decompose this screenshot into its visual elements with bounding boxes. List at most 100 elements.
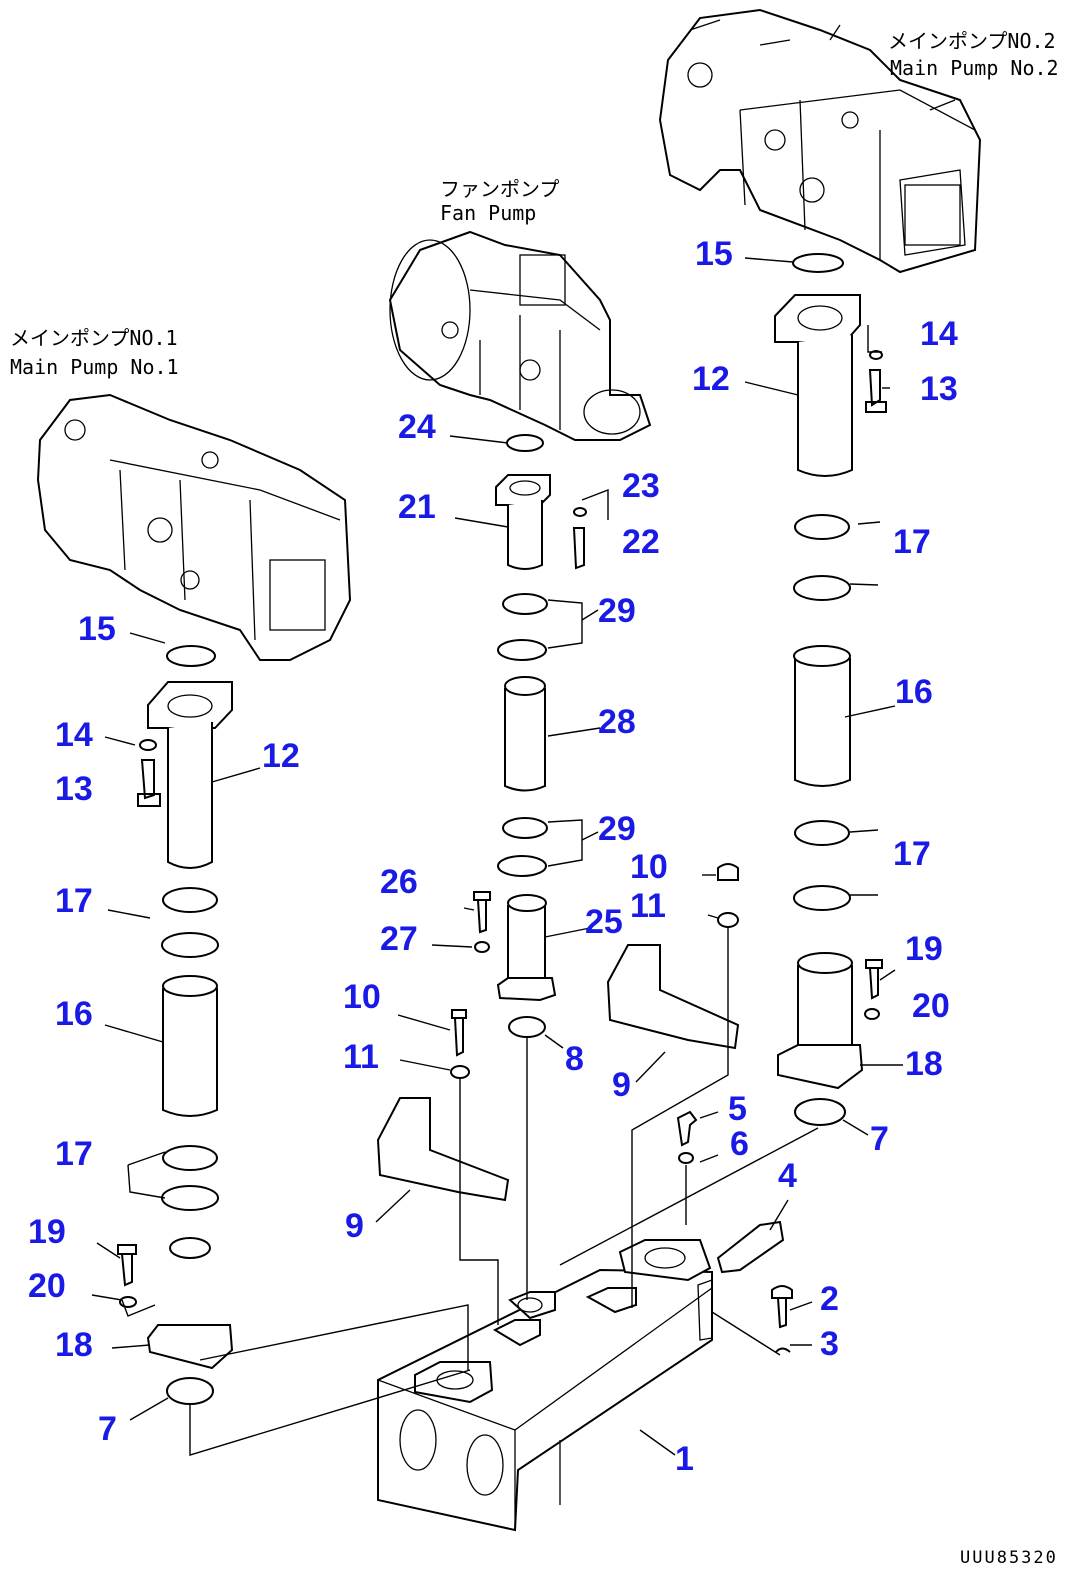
callout-9-right: 9 — [612, 1066, 631, 1104]
fan-pump-label-en: Fan Pump — [440, 201, 536, 225]
washer-11-mid — [450, 1065, 470, 1079]
bolt-13-left — [137, 759, 161, 807]
o-ring-15-right — [792, 253, 844, 273]
clamp-29-d — [497, 855, 547, 877]
hose-28 — [504, 688, 546, 792]
fan-pump-illustration — [388, 230, 652, 441]
callout-6: 6 — [730, 1125, 749, 1163]
callout-29-a: 29 — [598, 592, 636, 630]
callout-25: 25 — [585, 903, 623, 941]
clamp-29-c — [502, 817, 548, 839]
callout-5: 5 — [728, 1090, 747, 1128]
bolt-22 — [572, 527, 585, 570]
main-pump-1-label-en: Main Pump No.1 — [10, 355, 179, 379]
clamp-17-left-c — [162, 1145, 218, 1171]
callout-4: 4 — [778, 1157, 797, 1195]
clamp-17-left-a — [162, 887, 218, 913]
bolt-2 — [771, 1285, 793, 1329]
callout-17-left-b: 17 — [55, 1135, 93, 1173]
clamp-17-right-d — [793, 885, 851, 911]
cap-10-right — [717, 863, 739, 881]
clamp-29-a — [502, 593, 548, 615]
flange-18-left — [146, 1324, 234, 1370]
bracket-9-right — [606, 944, 740, 1050]
clamp-17-right-a — [794, 514, 850, 540]
callout-1: 1 — [675, 1440, 694, 1478]
callout-2: 2 — [820, 1280, 839, 1318]
callout-8: 8 — [565, 1040, 584, 1078]
o-ring-15-left — [166, 645, 216, 667]
callout-15-right: 15 — [695, 235, 733, 273]
washer-27 — [474, 941, 490, 953]
callout-20-right: 20 — [912, 987, 950, 1025]
elbow-pipe-12-left — [167, 722, 213, 869]
clamp-17-right-c — [794, 820, 850, 846]
callout-14-left: 14 — [55, 716, 93, 754]
leader-lines — [91, 257, 903, 1456]
clamp-17-right-b — [793, 575, 851, 601]
right-pipe-assembly — [774, 253, 887, 1126]
clamp-17-left-d — [161, 1185, 219, 1211]
callout-13-left: 13 — [55, 770, 93, 808]
hose-16-right — [794, 658, 851, 787]
flange-18-right — [777, 1044, 864, 1090]
callout-11-right: 11 — [630, 887, 666, 925]
washer-20-right — [864, 1008, 880, 1020]
washer-11-right — [717, 912, 739, 928]
center-pipe-assembly — [376, 434, 587, 1202]
callout-7-right: 7 — [870, 1120, 889, 1158]
flange-25 — [496, 977, 557, 1002]
callout-10-mid: 10 — [343, 978, 381, 1016]
o-ring-7-right — [794, 1098, 846, 1126]
callout-10-right: 10 — [630, 848, 668, 886]
flange-12-right — [774, 294, 861, 343]
pump-labels: メインポンプNO.2 Main Pump No.2 ファンポンプ Fan Pum… — [10, 29, 1059, 379]
bolt-10-mid — [451, 1009, 467, 1057]
callout-12-right: 12 — [692, 360, 730, 398]
o-ring-8 — [508, 1016, 546, 1038]
callout-17-right-a: 17 — [893, 523, 931, 561]
elbow-25 — [507, 905, 546, 986]
bolt-19-right — [865, 959, 883, 1000]
fan-pump-label-jp: ファンポンプ — [440, 177, 559, 201]
callout-20-left: 20 — [28, 1267, 66, 1305]
callout-27: 27 — [380, 920, 418, 958]
callout-21: 21 — [398, 488, 436, 526]
washer-3 — [775, 1347, 791, 1353]
elbow-18-right — [797, 965, 853, 1049]
washer-14-left — [139, 739, 157, 751]
callout-23: 23 — [622, 467, 660, 505]
main-pump-2-illustration — [658, 8, 982, 274]
callout-9-mid: 9 — [345, 1207, 364, 1245]
plate-4 — [716, 1220, 785, 1274]
bolt-19-left — [117, 1244, 137, 1287]
callout-19-right: 19 — [905, 930, 943, 968]
callout-16-right: 16 — [895, 673, 933, 711]
callout-7-left: 7 — [98, 1410, 117, 1448]
callout-17-right-b: 17 — [893, 835, 931, 873]
callout-18-right: 18 — [905, 1045, 943, 1083]
bolt-26 — [473, 891, 491, 934]
clamp-29-b — [497, 639, 547, 661]
pipe-21 — [507, 500, 543, 570]
document-id: UUU85320 — [960, 1548, 1058, 1568]
left-pipe-assembly — [117, 645, 234, 1405]
bolt-5 — [676, 1110, 698, 1147]
elbow-pipe-12-right — [797, 335, 853, 477]
callout-28: 28 — [598, 703, 636, 741]
bolt-13-right — [865, 369, 887, 413]
flange-12-left — [147, 681, 233, 729]
o-ring-24 — [506, 434, 544, 452]
callout-15-left: 15 — [78, 610, 116, 648]
flange-21 — [495, 474, 551, 506]
callout-22: 22 — [622, 523, 660, 561]
callout-13-right: 13 — [920, 370, 958, 408]
o-ring-7-left — [166, 1377, 214, 1405]
callout-3: 3 — [820, 1325, 839, 1363]
washer-14-right — [869, 350, 883, 360]
callout-24: 24 — [398, 408, 436, 446]
callout-11-mid: 11 — [343, 1038, 379, 1076]
main-pump-1-label-jp: メインポンプNO.1 — [10, 326, 178, 350]
right-bracket-assembly — [606, 863, 793, 1353]
suction-tank-body-1 — [377, 1239, 713, 1532]
